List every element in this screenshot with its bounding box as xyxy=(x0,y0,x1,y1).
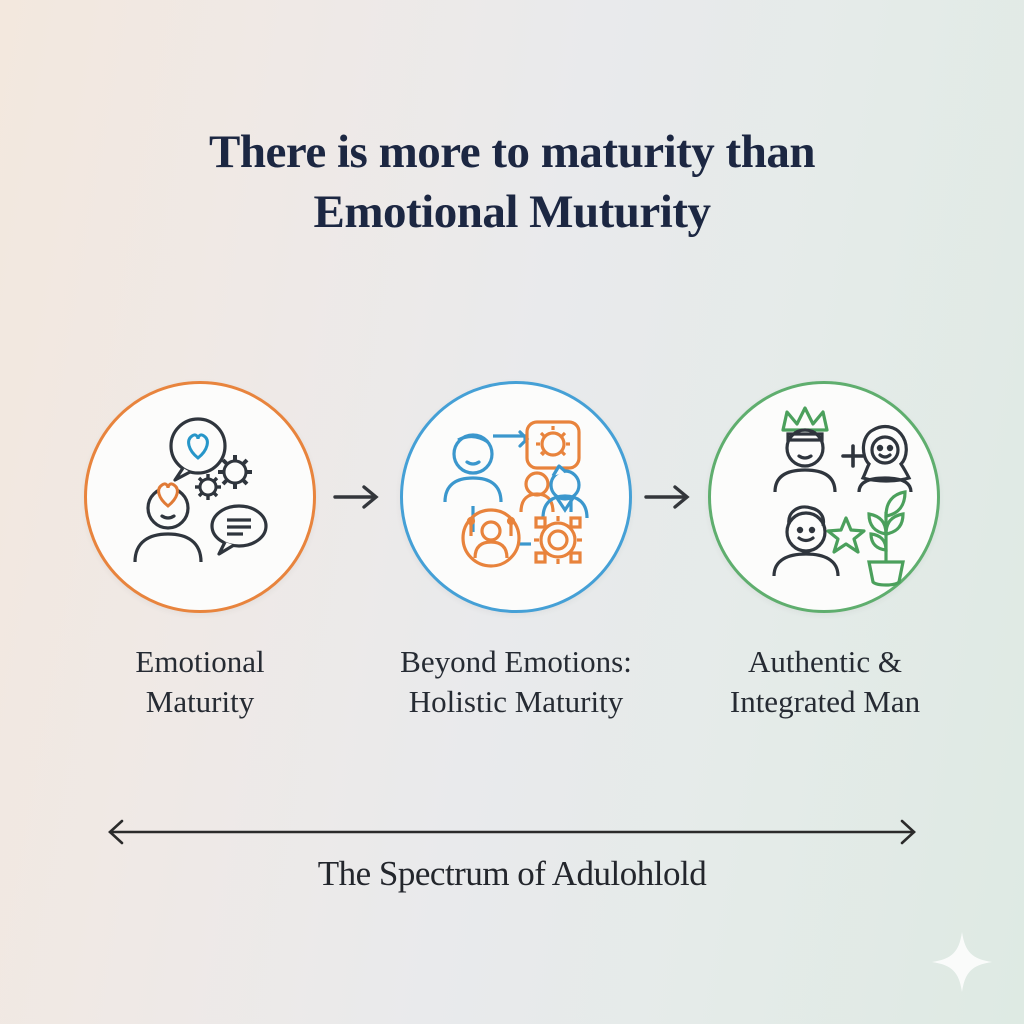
stage-label-authentic-man: Authentic & Integrated Man xyxy=(729,644,921,719)
woman-icon xyxy=(857,424,913,493)
smiling-man-icon xyxy=(772,505,840,577)
thought-bubble-heart-icon xyxy=(169,417,227,482)
potted-plant-icon xyxy=(867,490,907,587)
speech-bubble-icon xyxy=(210,504,268,556)
flow-arrow-icon xyxy=(333,485,379,509)
gears-icon xyxy=(195,455,252,500)
mentor-pair-icon xyxy=(519,464,589,519)
stage-label-holistic-maturity: Beyond Emotions: Holistic Maturity xyxy=(400,644,632,719)
stage-label-emotional-maturity: Emotional Maturity xyxy=(135,644,265,719)
page-title: There is more to maturity than Emotional… xyxy=(209,126,815,238)
crowned-man-icon xyxy=(773,406,837,493)
spectrum-arrow-icon xyxy=(108,819,916,845)
emotional-maturity-icons xyxy=(133,417,268,563)
stage-circle-holistic-maturity xyxy=(400,381,632,613)
networked-person-icon xyxy=(461,508,521,568)
holistic-maturity-icons xyxy=(443,420,589,568)
star-icon xyxy=(826,516,866,554)
sparkle-icon xyxy=(932,932,992,992)
flow-arrow-icon xyxy=(644,485,690,509)
connected-gear-icon xyxy=(534,516,582,564)
idea-box-icon xyxy=(525,420,581,470)
stage-circle-authentic-man xyxy=(708,381,940,613)
spectrum-label: The Spectrum of Adulohlold xyxy=(317,854,707,893)
authentic-man-icons xyxy=(772,406,913,587)
stage-circle-emotional-maturity xyxy=(84,381,316,613)
person-with-heart-icon xyxy=(133,482,203,563)
plus-sign-icon xyxy=(841,444,865,468)
